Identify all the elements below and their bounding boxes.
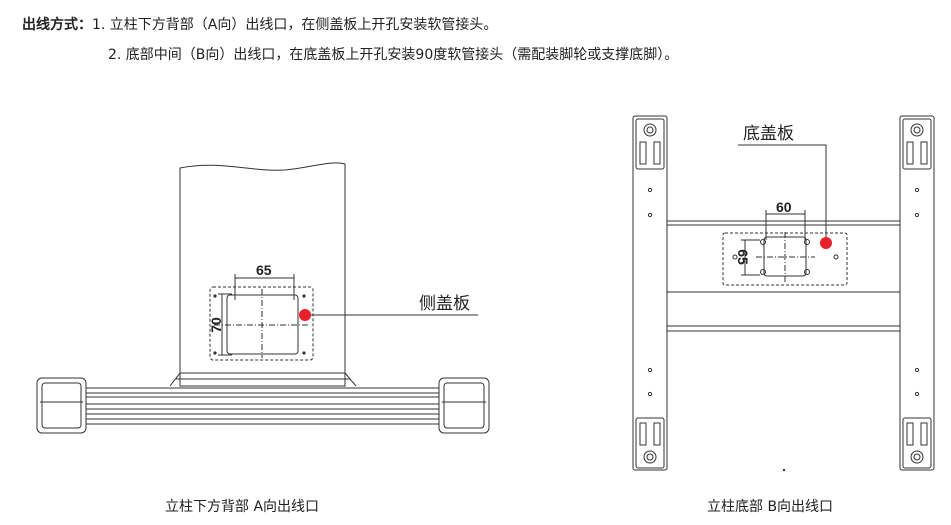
side-cover-marker (299, 309, 311, 321)
right-foot-block (438, 377, 490, 434)
lower-beam (666, 325, 901, 332)
dim-height-70: 70 (208, 317, 224, 333)
bottom-cover-marker (820, 237, 832, 249)
right-view-drawing (632, 115, 935, 471)
bottom-cover-label: 底盖板 (743, 124, 794, 144)
column-body (179, 162, 346, 387)
small-dot (782, 468, 786, 472)
outlet-method-label: 出线方式： (22, 17, 92, 33)
column-foot (169, 372, 357, 387)
left-foot-block (36, 377, 87, 434)
side-cover-plate (209, 286, 314, 361)
right-leg (899, 115, 935, 471)
side-cover-label: 侧盖板 (419, 294, 470, 314)
left-view-drawing (36, 162, 490, 434)
outlet-method-line-1: 出线方式：1. 立柱下方背部（A向）出线口，在侧盖板上开孔安装软管接头。 (22, 14, 497, 34)
outlet-method-item-2: 2. 底部中间（B向）出线口，在底盖板上开孔安装90度软管接头（需配装脚轮或支撑… (108, 47, 679, 63)
left-leg (632, 115, 668, 471)
outlet-method-item-1: 1. 立柱下方背部（A向）出线口，在侧盖板上开孔安装软管接头。 (92, 17, 498, 33)
dim-height-65: 65 (735, 249, 751, 265)
left-view-caption: 立柱下方背部 A向出线口 (165, 499, 320, 515)
right-view-caption: 立柱底部 B向出线口 (707, 499, 834, 515)
dim-width-65: 65 (256, 262, 272, 278)
dim-width-60: 60 (776, 199, 792, 215)
